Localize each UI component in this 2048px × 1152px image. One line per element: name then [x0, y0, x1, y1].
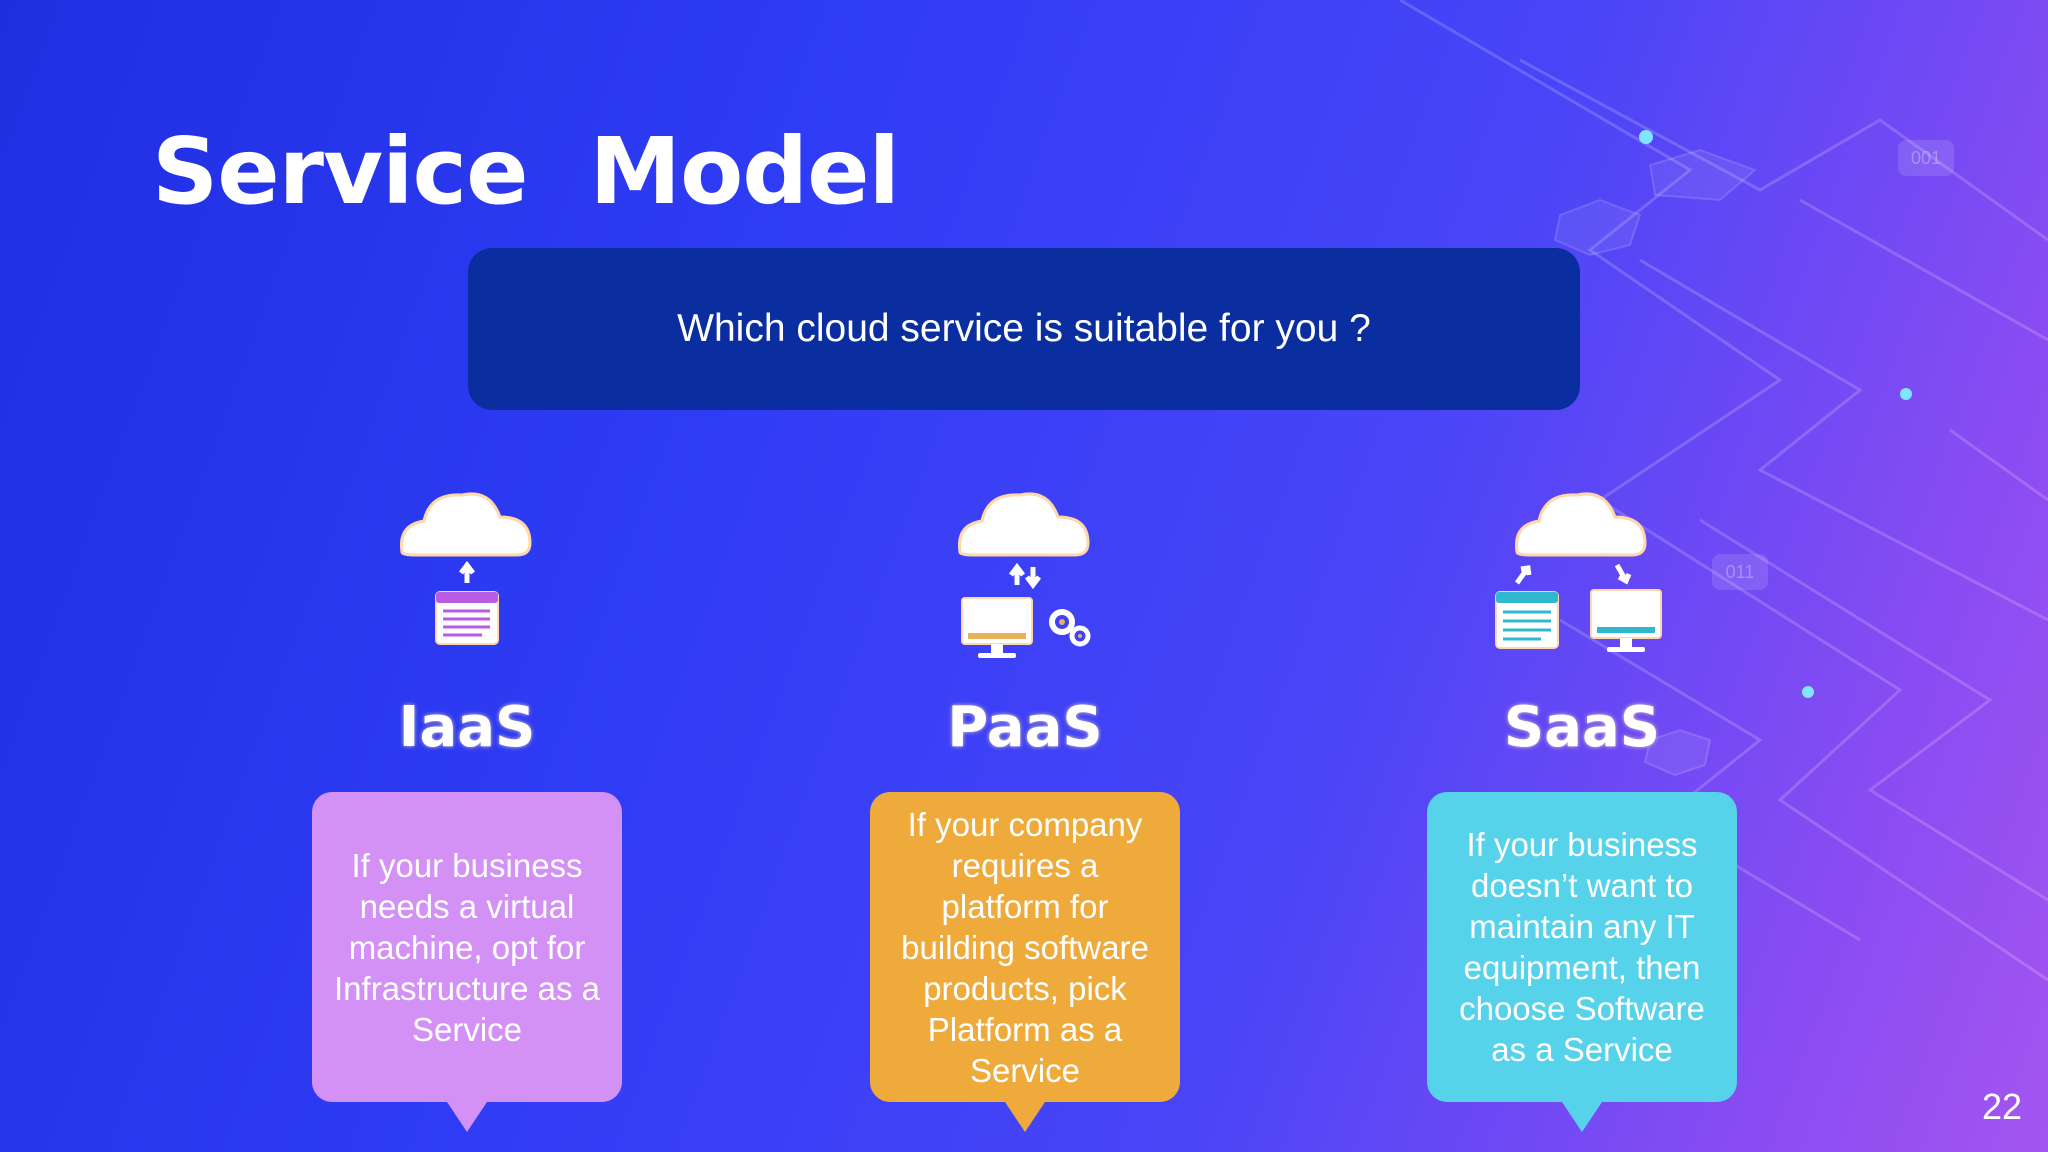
decor-label-001: 001	[1911, 148, 1941, 168]
paas-column: PaaS	[870, 455, 1180, 760]
saas-description: If your business doesn’t want to maintai…	[1459, 826, 1705, 1068]
saas-description-card: If your business doesn’t want to maintai…	[1427, 792, 1737, 1132]
paas-description: If your company requires a platform for …	[901, 805, 1149, 1089]
slide-title: Service Model	[152, 118, 900, 225]
saas-label: SaaS	[1503, 695, 1661, 760]
cloud-computer-gears-icon	[870, 455, 1180, 675]
saas-column: SaaS	[1427, 455, 1737, 760]
paas-description-card: If your company requires a platform for …	[870, 792, 1180, 1132]
page-number: 22	[1981, 1086, 2022, 1127]
cloud-browser-computer-icon	[1427, 455, 1737, 675]
decor-label-011: 011	[1726, 562, 1755, 582]
iaas-description: If your business needs a virtual machine…	[334, 846, 600, 1048]
iaas-description-card: If your business needs a virtual machine…	[312, 792, 622, 1132]
question-text: Which cloud service is suitable for you …	[677, 307, 1371, 350]
iaas-column: IaaS	[312, 455, 622, 760]
iaas-label: IaaS	[398, 695, 536, 760]
cloud-browser-icon	[312, 455, 622, 675]
paas-label: PaaS	[947, 695, 1103, 760]
question-banner: Which cloud service is suitable for you …	[468, 248, 1580, 410]
